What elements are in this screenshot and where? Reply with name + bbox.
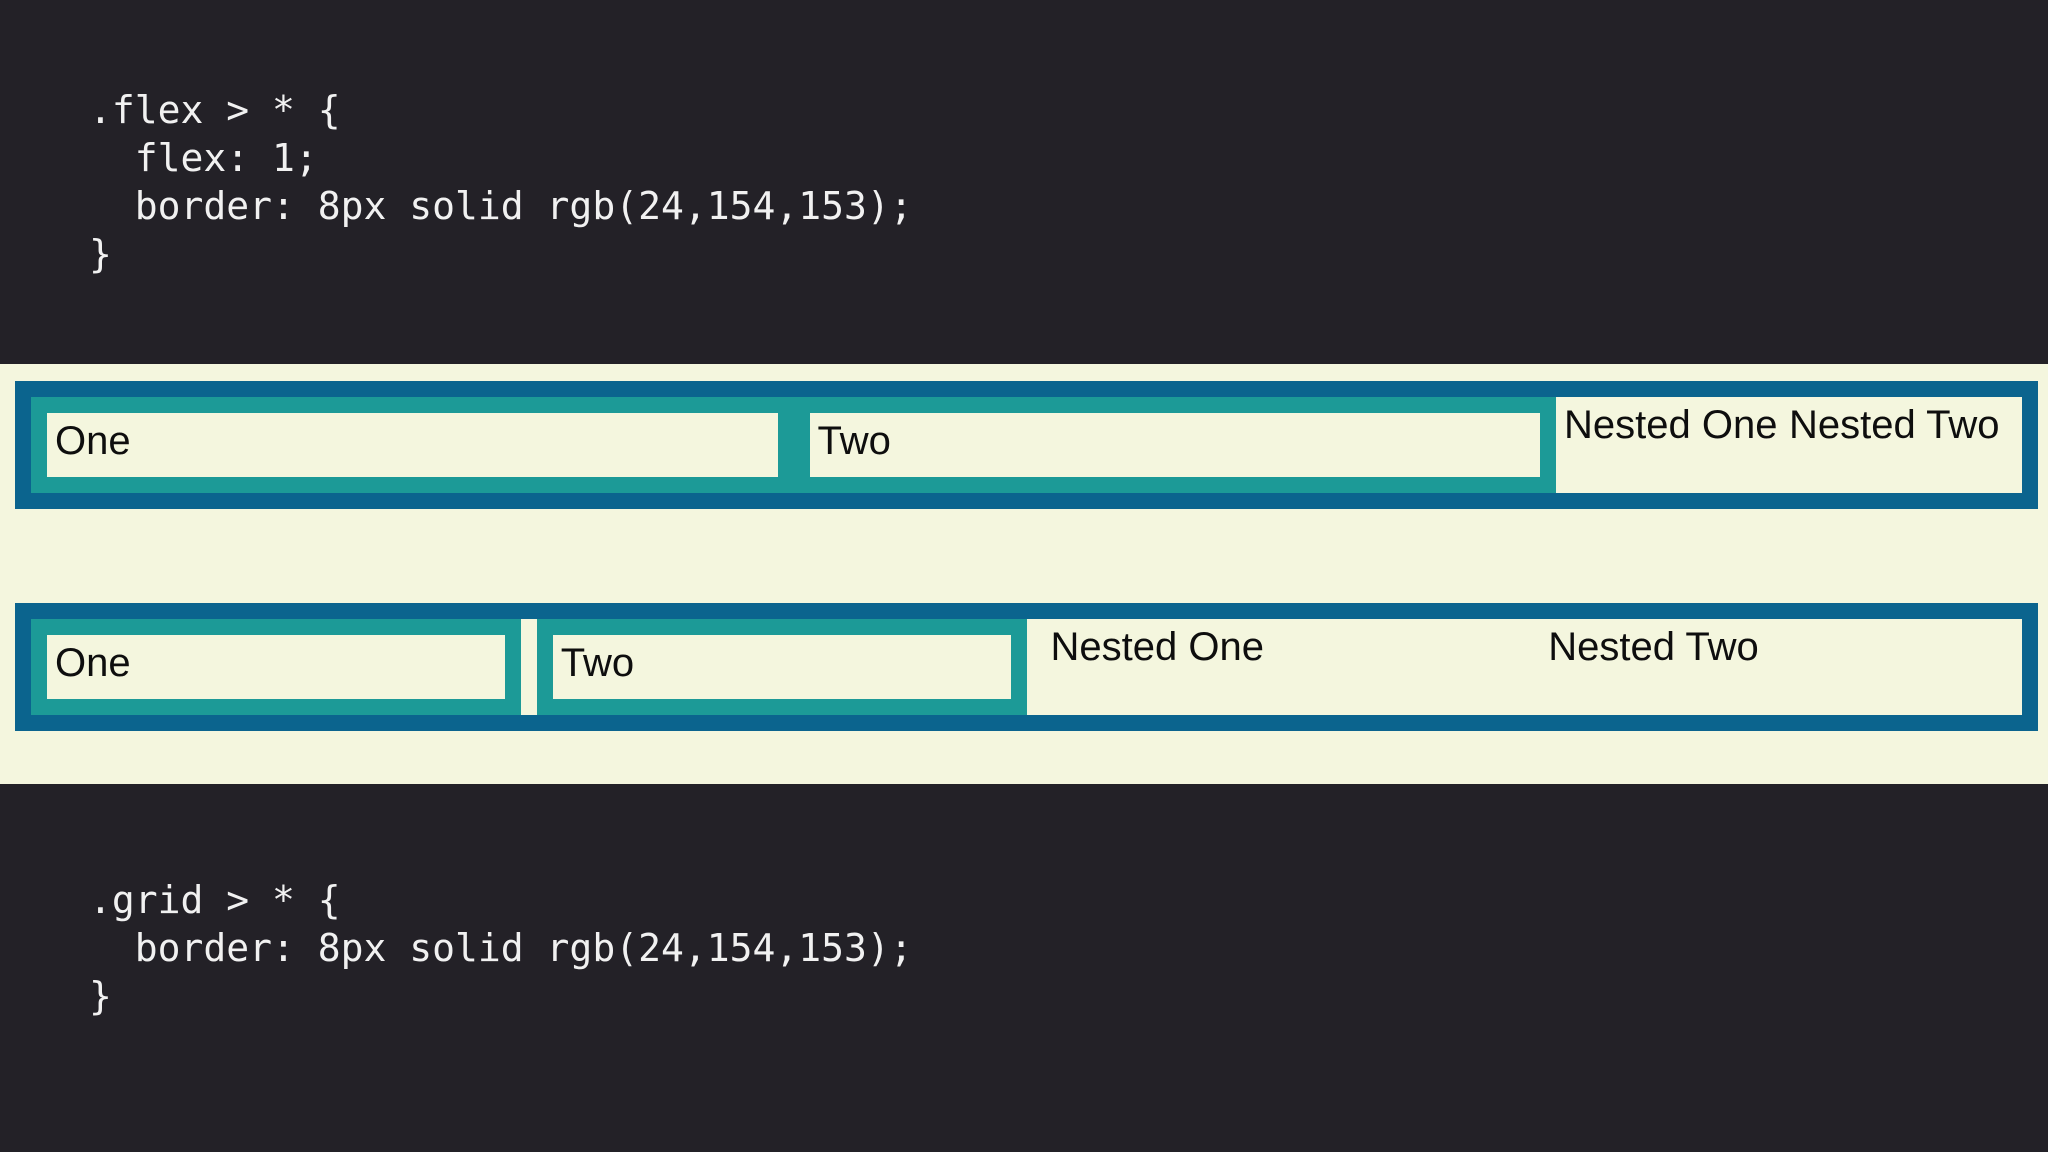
grid-nested-container: Nested One Nested Two xyxy=(1042,619,2022,715)
grid-css-code-block: .grid > * { border: 8px solid rgb(24,154… xyxy=(89,876,913,1020)
code-line: border: 8px solid rgb(24,154,153); xyxy=(89,926,913,970)
flex-css-code-block: .flex > * { flex: 1; border: 8px solid r… xyxy=(89,86,913,278)
top-code-panel: .flex > * { flex: 1; border: 8px solid r… xyxy=(0,0,2048,364)
bottom-code-panel: .grid > * { border: 8px solid rgb(24,154… xyxy=(0,784,2048,1152)
code-line: .grid > * { xyxy=(89,878,341,922)
code-line: flex: 1; xyxy=(89,136,318,180)
flex-demo-container: One Two Nested One Nested Two xyxy=(15,381,2038,509)
flex-nested-item-two: Nested Two xyxy=(1789,403,2000,447)
grid-item-two: Two xyxy=(536,619,1027,715)
code-line: .flex > * { xyxy=(89,88,341,132)
grid-nested-item-two: Nested Two xyxy=(1548,625,1759,669)
flex-item-one: One xyxy=(31,397,794,493)
flex-nested-item-one: Nested One xyxy=(1564,403,1778,447)
grid-nested-item-one: Nested One xyxy=(1050,625,1264,669)
flex-nested-container: Nested One Nested Two xyxy=(1556,397,2022,493)
demo-band: One Two Nested One Nested Two One Two Ne… xyxy=(0,364,2048,784)
code-line: } xyxy=(89,974,112,1018)
grid-demo-container: One Two Nested One Nested Two xyxy=(15,603,2038,731)
grid-item-one: One xyxy=(31,619,521,715)
flex-item-two: Two xyxy=(793,397,1556,493)
code-line: border: 8px solid rgb(24,154,153); xyxy=(89,184,913,228)
code-line: } xyxy=(89,232,112,276)
